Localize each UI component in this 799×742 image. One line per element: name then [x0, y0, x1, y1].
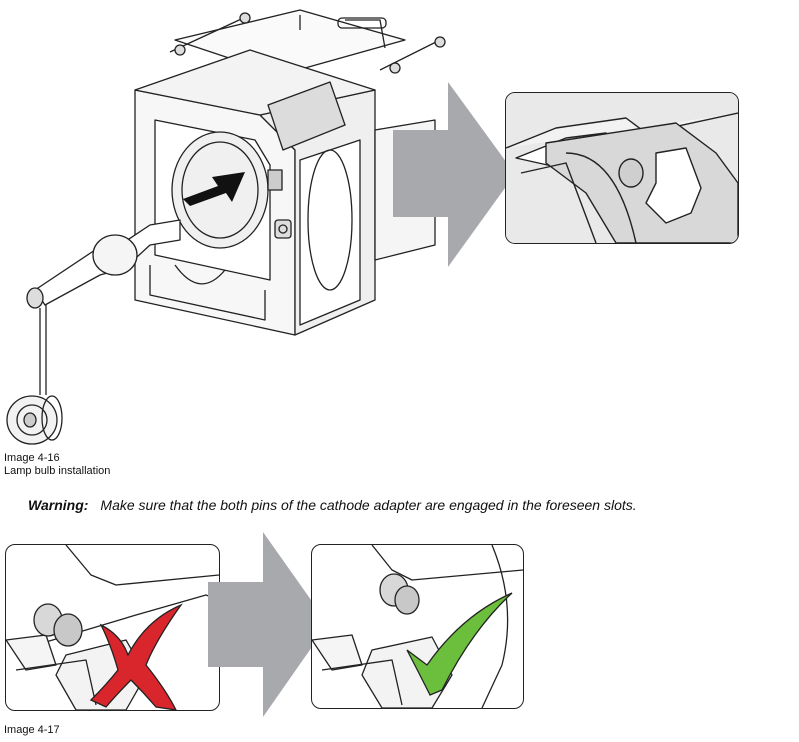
red-cross-icon — [89, 603, 183, 710]
figure-number-2: Image 4-17 — [4, 724, 60, 736]
gray-arrow-right — [393, 82, 515, 267]
figure-caption-4-17: Image 4-17 — [4, 724, 60, 737]
incorrect-position-drawing — [6, 545, 219, 710]
warning-note: Warning: Make sure that the both pins of … — [28, 497, 798, 514]
gray-arrow-shape — [393, 82, 515, 267]
figure-caption-4-16: Image 4-16 Lamp bulb installation — [4, 452, 110, 478]
figure-number: Image 4-16 — [4, 452, 60, 464]
gray-arrow-right-small — [208, 532, 328, 717]
gray-arrow-polygon — [393, 82, 515, 267]
correct-position-drawing — [312, 545, 523, 708]
gray-arrow-polygon-small — [208, 532, 328, 717]
correct-position-panel — [311, 544, 524, 709]
lamp-house-drawing — [6, 9, 446, 445]
lamp-house-illustration — [0, 0, 460, 450]
detail-zoom-drawing — [506, 93, 738, 243]
figure-title: Lamp bulb installation — [4, 465, 111, 477]
incorrect-position-panel — [5, 544, 220, 711]
warning-text: Make sure that the both pins of the cath… — [100, 497, 637, 513]
green-check-icon — [406, 592, 513, 696]
detail-zoom-panel — [505, 92, 739, 244]
gray-arrow-shape-small — [208, 532, 328, 717]
warning-label: Warning: — [28, 497, 89, 513]
